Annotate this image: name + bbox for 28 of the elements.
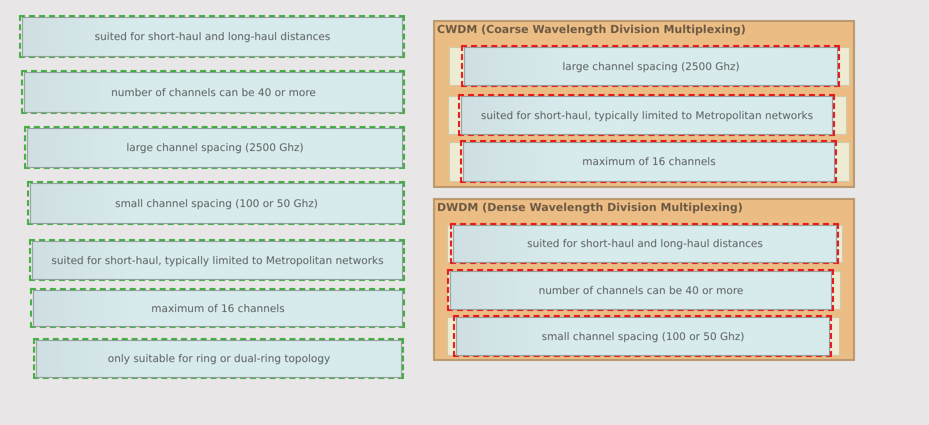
option-text: only suitable for ring or dual-ring topology <box>108 353 330 365</box>
answer-tile <box>463 142 835 182</box>
option-text: suited for short-haul, typically limited to Metropolitan networks <box>480 110 814 122</box>
answer-tile <box>456 317 830 356</box>
answer-tile <box>27 128 403 168</box>
option-text: maximum of 16 channels <box>582 156 716 168</box>
option-text: small channel spacing (100 or 50 Ghz) <box>115 198 318 210</box>
option-text: large channel spacing (2500 Ghz) <box>126 142 304 154</box>
option-text: large channel spacing (2500 Ghz) <box>562 60 740 72</box>
answer-tile <box>32 241 403 280</box>
option-text: number of channels can be 40 or more <box>538 284 744 296</box>
answer-tile <box>453 225 837 263</box>
group-heading: DWDM (Dense Wavelength Division Multiplexing) <box>437 201 743 214</box>
answer-tile <box>33 290 403 327</box>
option-text: suited for short-haul and long-haul distances <box>527 238 763 250</box>
option-text: number of channels can be 40 or more <box>111 86 316 98</box>
answer-tile <box>30 183 403 224</box>
category-panel <box>433 198 855 361</box>
answer-tile <box>450 271 832 310</box>
answer-tile <box>24 72 403 113</box>
category-panel <box>433 20 855 188</box>
option-text: suited for short-haul, typically limited to Metropolitan networks <box>51 254 384 266</box>
option-text: maximum of 16 channels <box>151 302 285 314</box>
option-text: suited for short-haul and long-haul distances <box>94 31 330 43</box>
answer-tile <box>22 17 403 57</box>
answer-tile <box>36 340 402 378</box>
group-heading: CWDM (Coarse Wavelength Division Multiplexing) <box>437 23 746 36</box>
option-text: small channel spacing (100 or 50 Ghz) <box>542 330 744 342</box>
